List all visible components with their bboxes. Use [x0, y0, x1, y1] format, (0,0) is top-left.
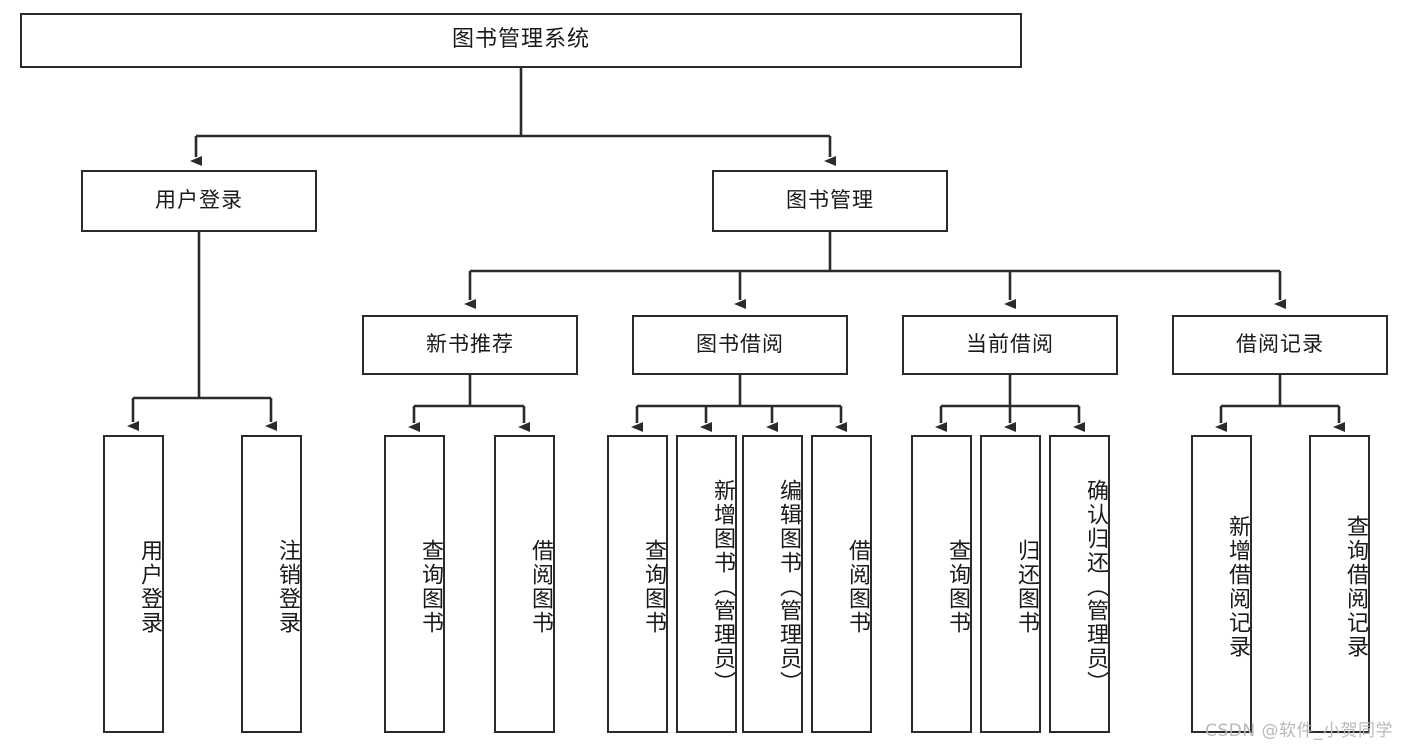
watermark-text: CSDN @软件_小贺同学 — [1205, 721, 1393, 741]
node-label: 查询借阅记录 — [1343, 515, 1368, 659]
leaf-add-book-admin[interactable]: 新增图书（管理员） — [676, 435, 737, 733]
node-label: 查询图书 — [418, 539, 443, 635]
leaf-query-book-current[interactable]: 查询图书 — [911, 435, 972, 733]
node-label: 图书借阅 — [696, 332, 784, 357]
node-user-login[interactable]: 用户登录 — [81, 170, 317, 232]
leaf-return-book[interactable]: 归还图书 — [980, 435, 1041, 733]
node-label: 借阅图书 — [845, 539, 870, 635]
node-label: 编辑图书（管理员） — [776, 479, 801, 695]
node-book-management[interactable]: 图书管理 — [712, 170, 948, 232]
leaf-query-book-borrow[interactable]: 查询图书 — [607, 435, 668, 733]
node-label: 新增图书（管理员） — [710, 479, 735, 695]
node-label: 当前借阅 — [966, 332, 1054, 357]
node-label: 借阅图书 — [528, 539, 553, 635]
node-label: 查询图书 — [945, 539, 970, 635]
node-label: 归还图书 — [1014, 539, 1039, 635]
leaf-add-borrow-record[interactable]: 新增借阅记录 — [1191, 435, 1252, 733]
node-label: 用户登录 — [137, 539, 162, 635]
node-label: 借阅记录 — [1236, 332, 1324, 357]
node-label: 用户登录 — [155, 188, 243, 213]
node-label: 确认归还（管理员） — [1083, 479, 1108, 695]
node-label: 新书推荐 — [426, 332, 514, 357]
leaf-borrow-book-recommend[interactable]: 借阅图书 — [494, 435, 555, 733]
node-label: 查询图书 — [641, 539, 666, 635]
leaf-borrow-book-borrow[interactable]: 借阅图书 — [811, 435, 872, 733]
node-label: 图书管理系统 — [451, 27, 590, 53]
node-label: 注销登录 — [275, 539, 300, 635]
leaf-confirm-return-admin[interactable]: 确认归还（管理员） — [1049, 435, 1110, 733]
leaf-query-book-recommend[interactable]: 查询图书 — [384, 435, 445, 733]
leaf-user-logout[interactable]: 注销登录 — [241, 435, 302, 733]
leaf-user-login[interactable]: 用户登录 — [103, 435, 164, 733]
leaf-query-borrow-record[interactable]: 查询借阅记录 — [1309, 435, 1370, 733]
node-label: 图书管理 — [786, 188, 874, 213]
leaf-edit-book-admin[interactable]: 编辑图书（管理员） — [742, 435, 803, 733]
node-label: 新增借阅记录 — [1225, 515, 1250, 659]
node-root-book-management-system[interactable]: 图书管理系统 — [20, 13, 1022, 68]
node-book-borrow[interactable]: 图书借阅 — [632, 315, 848, 375]
node-borrow-record[interactable]: 借阅记录 — [1172, 315, 1388, 375]
node-new-book-recommend[interactable]: 新书推荐 — [362, 315, 578, 375]
node-current-borrow[interactable]: 当前借阅 — [902, 315, 1118, 375]
